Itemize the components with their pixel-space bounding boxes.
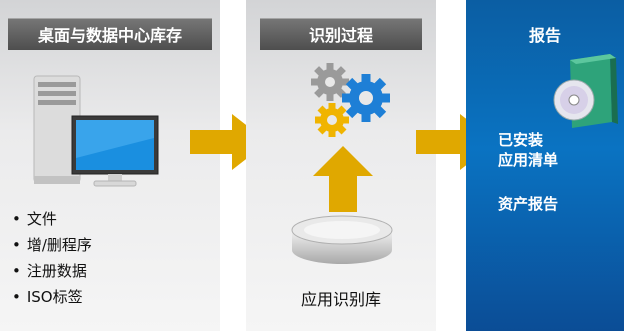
software-box-icon xyxy=(553,54,618,128)
installed-line-2: 应用清单 xyxy=(498,151,559,169)
desktop-inventory-title: 桌面与数据中心库存 xyxy=(8,18,212,50)
monitor-icon xyxy=(71,115,159,187)
identification-panel: 识别过程 xyxy=(246,0,436,331)
list-item: 增/删程序 xyxy=(12,232,92,258)
arrow-up-icon xyxy=(313,146,373,212)
installed-apps-report: 已安装 应用清单 xyxy=(498,130,558,170)
reports-title: 报告 xyxy=(528,26,561,45)
inventory-items-list: 文件 增/删程序 注册数据 ISO标签 xyxy=(12,206,92,310)
installed-line-1: 已安装 xyxy=(498,131,544,149)
application-library-label: 应用识别库 xyxy=(300,290,381,309)
asset-report: 资产报告 xyxy=(498,195,559,213)
computer-icon xyxy=(33,75,159,187)
gears-icon xyxy=(311,63,390,137)
identification-title: 识别过程 xyxy=(260,18,422,50)
desktop-inventory-panel: 桌面与数据中心库存 文件 增/删程序 注册数据 ISO标签 xyxy=(0,0,220,331)
list-item: 注册数据 xyxy=(12,258,92,284)
database-disk-icon xyxy=(291,215,393,264)
cd-icon xyxy=(553,79,595,121)
list-item: 文件 xyxy=(12,206,92,232)
reports-panel: 报告 已安装 应用清单 资产报告 xyxy=(466,0,624,331)
list-item: ISO标签 xyxy=(12,284,92,310)
